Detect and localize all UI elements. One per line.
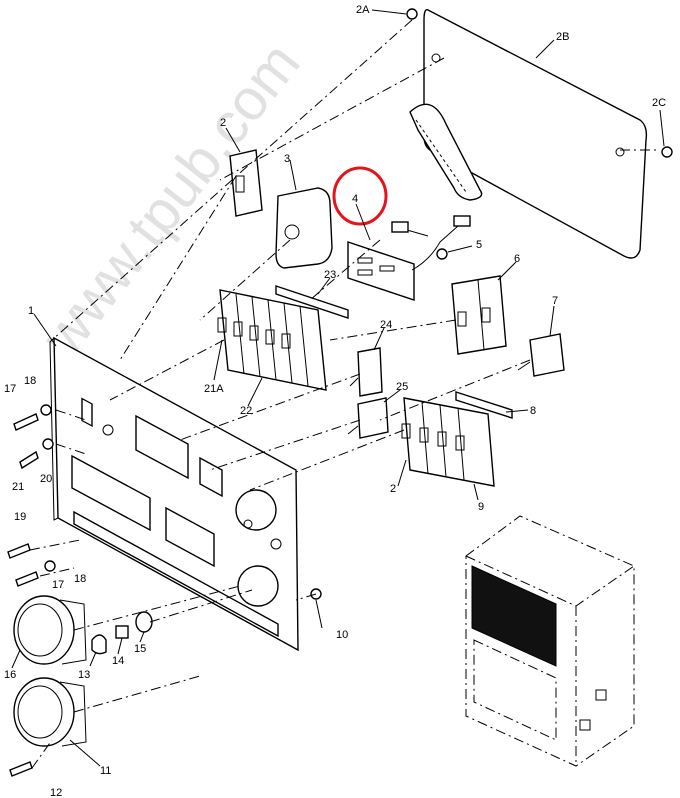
callout-14: 14 <box>112 655 124 667</box>
switch-7 <box>517 333 565 377</box>
callout-20: 20 <box>40 473 52 485</box>
cover-panel <box>409 9 648 259</box>
assembly-lines <box>29 19 660 769</box>
washer-18b <box>44 560 56 572</box>
screw-2a <box>406 8 418 20</box>
callout-6: 6 <box>514 253 520 265</box>
callout-11: 11 <box>100 765 111 777</box>
callout-10: 10 <box>336 629 348 641</box>
callout-7: 7 <box>552 295 558 307</box>
callout-15: 15 <box>134 643 146 655</box>
callout-21: 21 <box>12 481 24 493</box>
callout-18a: 18 <box>24 375 36 387</box>
nut-5 <box>436 248 448 260</box>
leader-lines <box>11 9 665 767</box>
screw-2c <box>661 146 673 158</box>
callout-24: 24 <box>380 319 392 331</box>
screw-17b <box>15 571 39 587</box>
breaker-bank-22 <box>217 289 327 391</box>
breaker-2 <box>229 149 263 217</box>
callout-3: 3 <box>284 153 290 165</box>
callout-2b: 2B <box>556 31 569 43</box>
washer-18a <box>40 404 52 416</box>
screw-21 <box>19 450 39 470</box>
callout-12: 12 <box>50 787 62 798</box>
highlight-circle <box>332 166 388 226</box>
callout-13: 13 <box>78 669 90 681</box>
callout-2-lower: 2 <box>390 483 396 495</box>
callout-21a: 21A <box>204 383 224 395</box>
callout-25: 25 <box>396 381 408 393</box>
screw-17a <box>13 413 39 431</box>
callout-2c: 2C <box>652 97 666 109</box>
callout-1: 1 <box>28 305 34 317</box>
breaker-6 <box>451 275 507 355</box>
callout-22: 22 <box>240 405 252 417</box>
switch-24 <box>349 347 383 397</box>
callout-23: 23 <box>324 269 336 281</box>
callout-2a: 2A <box>356 4 370 16</box>
callout-16: 16 <box>4 669 16 681</box>
front-panel <box>49 336 299 652</box>
callout-5: 5 <box>476 239 482 251</box>
callout-9: 9 <box>478 501 484 513</box>
callout-2: 2 <box>220 117 226 129</box>
lampholder-14 <box>115 625 129 639</box>
callout-8: 8 <box>530 405 536 417</box>
relay-3 <box>275 187 333 269</box>
callout-4: 4 <box>352 193 358 205</box>
callout-18b: 18 <box>74 573 86 585</box>
callouts: 2A 2B 2C 2 3 4 5 6 7 8 9 2 23 24 25 21A … <box>4 4 666 798</box>
screw-19 <box>7 543 31 559</box>
terminal-board-4 <box>347 215 471 301</box>
callout-17b: 17 <box>52 579 64 591</box>
socket-15 <box>135 611 153 633</box>
screw-12 <box>9 761 33 777</box>
busbar-23 <box>275 285 349 319</box>
callout-17a: 17 <box>4 383 16 395</box>
lamp-13 <box>91 634 107 655</box>
enclosure <box>465 515 635 767</box>
callout-19: 19 <box>14 511 26 523</box>
busbar-8 <box>455 391 513 419</box>
breaker-bank-9 <box>401 397 495 487</box>
switch-25 <box>347 397 389 439</box>
washer-20 <box>42 438 54 450</box>
